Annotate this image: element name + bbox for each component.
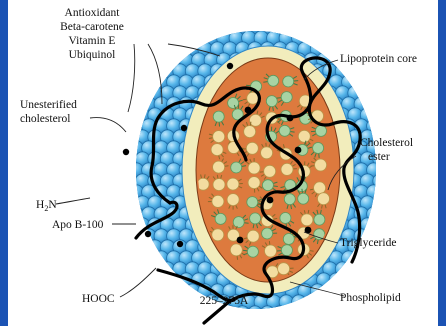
cholesterol-dot bbox=[237, 237, 244, 244]
label-hooc: HOOC bbox=[82, 293, 115, 305]
phospholipid-head bbox=[367, 207, 381, 221]
phospholipid-head bbox=[223, 306, 237, 320]
diagram-panel: Antioxidant Beta-carotene Vitamin E Ubiq… bbox=[8, 0, 438, 326]
label-cholesterol-ester-1: Cholesterol bbox=[360, 137, 413, 149]
phospholipid-head bbox=[223, 20, 237, 34]
phospholipid-head bbox=[273, 306, 287, 320]
label-beta-carotene: Beta-carotene bbox=[60, 21, 124, 33]
phospholipid-head bbox=[123, 174, 137, 188]
label-lipoprotein-core: Lipoprotein core bbox=[340, 53, 417, 65]
label-h2n: H2N bbox=[36, 199, 57, 213]
label-antioxidant: Antioxidant bbox=[65, 7, 121, 19]
phospholipid-head bbox=[310, 284, 324, 298]
phospholipid-head bbox=[235, 306, 249, 320]
label-unesterified: Unesterified bbox=[20, 99, 77, 111]
phospholipid-head bbox=[292, 295, 306, 309]
label-vitamin-e: Vitamin E bbox=[69, 35, 116, 47]
phospholipid-head bbox=[304, 295, 318, 309]
label-phospholipid: Phospholipid bbox=[340, 292, 401, 304]
cholesterol-dot bbox=[295, 147, 302, 154]
label-ubiquinol: Ubiquinol bbox=[69, 49, 116, 61]
label-cholesterol: cholesterol bbox=[20, 113, 70, 125]
phospholipid-head bbox=[329, 273, 343, 287]
label-apo-b-100: Apo B-100 bbox=[52, 219, 104, 231]
phospholipid-head bbox=[273, 20, 287, 34]
phospholipid-head bbox=[260, 306, 274, 320]
lipoprotein-core bbox=[182, 46, 354, 294]
ldl-particle-diagram: Antioxidant Beta-carotene Vitamin E Ubiq… bbox=[8, 0, 438, 326]
phospholipid-head bbox=[129, 207, 143, 221]
label-size: 225–275Å bbox=[200, 293, 249, 307]
cholesterol-dot bbox=[267, 197, 274, 204]
phospholipid-head bbox=[248, 306, 262, 320]
label-triglyceride: Triglyceride bbox=[340, 237, 396, 249]
phospholipid-head bbox=[335, 262, 349, 276]
label-cholesterol-ester-2: ester bbox=[368, 151, 390, 163]
phospholipid-head bbox=[304, 31, 318, 45]
